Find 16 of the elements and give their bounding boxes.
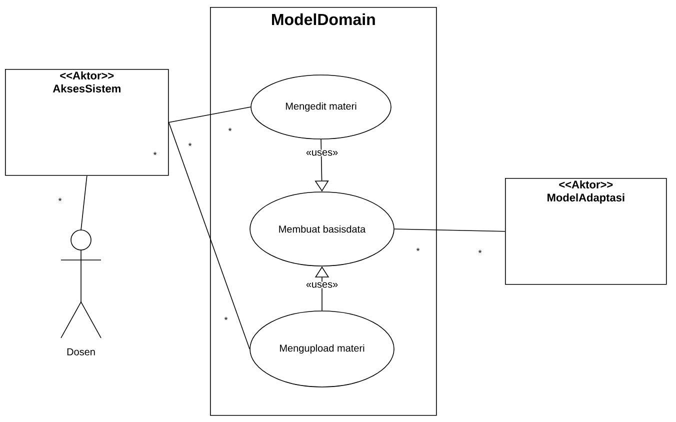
multiplicity-label: * bbox=[228, 128, 232, 132]
association-line bbox=[394, 228, 506, 232]
actor-figure: Dosen bbox=[60, 230, 102, 356]
edge-label: «uses» bbox=[305, 150, 339, 156]
association-line bbox=[168, 122, 250, 350]
edge-label: «uses» bbox=[305, 282, 339, 288]
multiplicity-label: * bbox=[224, 316, 228, 320]
association-line bbox=[168, 106, 252, 123]
multiplicity-label: * bbox=[58, 198, 62, 202]
association-line bbox=[80, 175, 88, 230]
multiplicity-label: * bbox=[416, 248, 420, 252]
actor-box: <<Aktor>> ModelAdaptasi bbox=[505, 178, 667, 285]
node-label: Dosen bbox=[67, 348, 95, 356]
multiplicity-label: * bbox=[478, 250, 482, 254]
multiplicity-label: * bbox=[153, 152, 157, 156]
multiplicity-label: * bbox=[188, 142, 192, 146]
